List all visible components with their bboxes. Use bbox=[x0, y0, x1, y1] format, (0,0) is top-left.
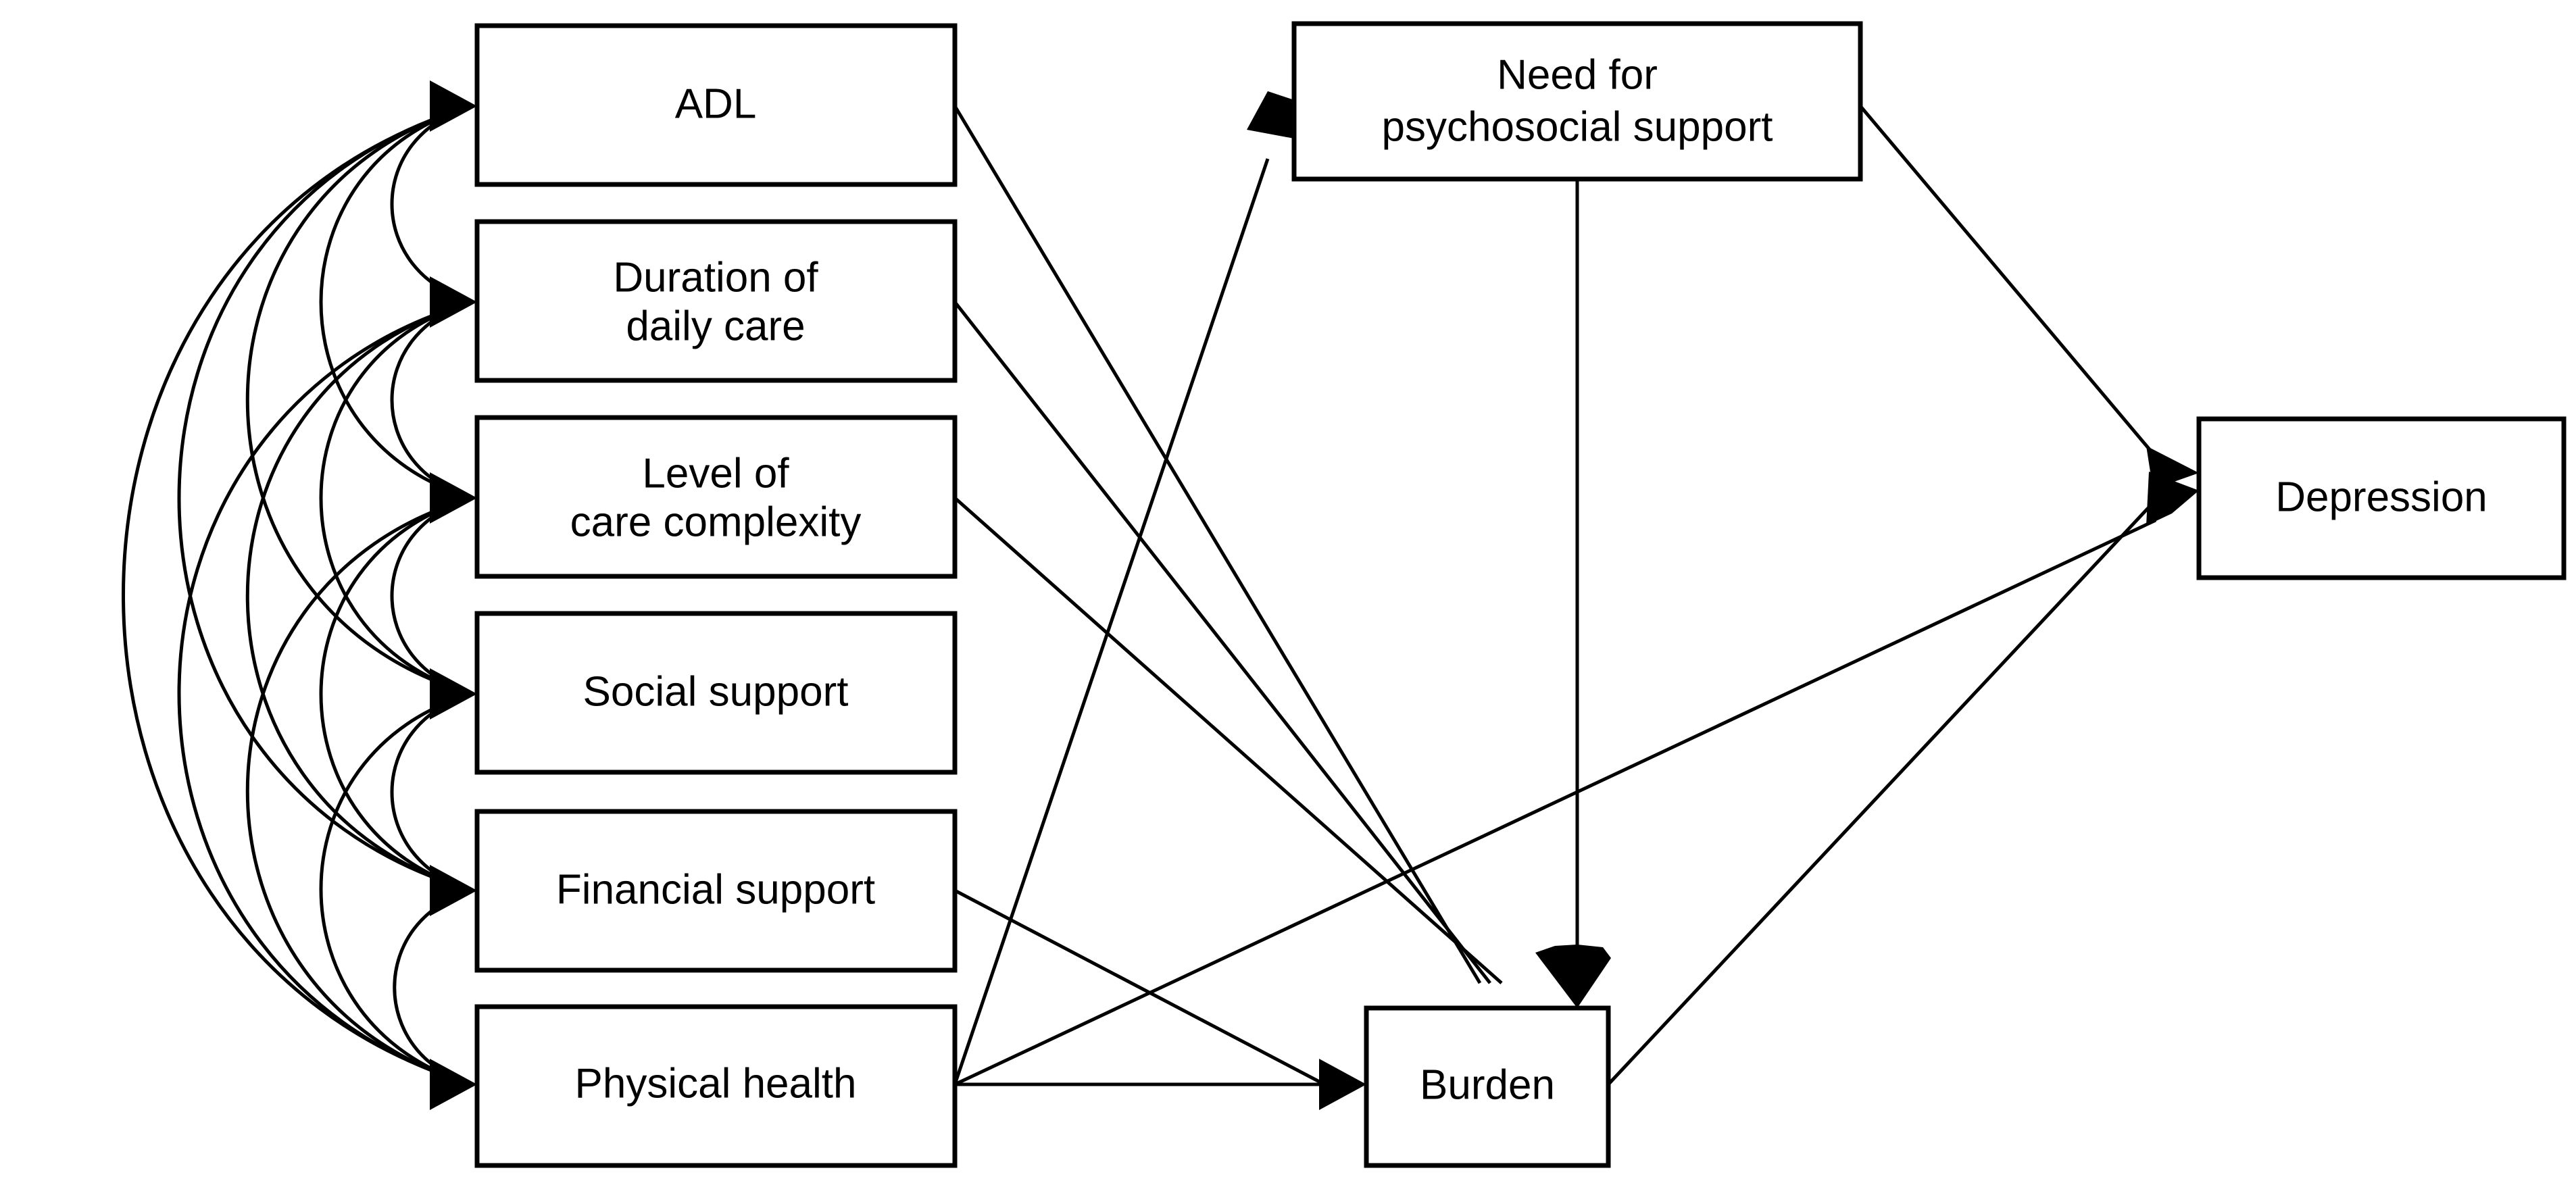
correlation-arc-social-financial bbox=[390, 692, 474, 893]
node-label-adl: ADL bbox=[675, 80, 757, 127]
node-label-social: Social support bbox=[583, 668, 849, 715]
node-label-psychosocial-line2: psychosocial support bbox=[1382, 103, 1773, 150]
arrowhead-into-depression-lower bbox=[2146, 472, 2199, 526]
correlation-arc-adl-social bbox=[245, 104, 474, 696]
structural-arrowhead-group bbox=[1247, 91, 2199, 1110]
correlation-arc-duration-complexity bbox=[390, 300, 474, 500]
correlation-arc-complexity-financial bbox=[319, 496, 474, 893]
arrowhead-into-adl bbox=[430, 80, 477, 132]
node-depression[interactable]: Depression bbox=[2196, 416, 2567, 580]
node-box-adl[interactable] bbox=[474, 23, 958, 187]
node-box-complexity[interactable] bbox=[474, 415, 958, 579]
node-need-for-psychosocial-support[interactable]: Need for psychosocial support bbox=[1291, 21, 1863, 182]
node-label-depression: Depression bbox=[2275, 474, 2487, 520]
node-box-burden[interactable] bbox=[1364, 1005, 1611, 1168]
correlation-arc-adl-complexity bbox=[319, 104, 474, 500]
node-box-financial[interactable] bbox=[474, 809, 958, 973]
correlation-arc-group bbox=[122, 104, 474, 1086]
correlation-arc-duration-social bbox=[319, 300, 474, 696]
arrowhead-into-financial bbox=[430, 865, 477, 916]
correlation-arc-duration-financial bbox=[245, 300, 474, 893]
path-complexity-to-burden bbox=[953, 497, 1503, 984]
node-label-financial: Financial support bbox=[556, 866, 875, 913]
node-label-duration-line2: daily care bbox=[626, 303, 805, 349]
arrowhead-into-duration bbox=[430, 276, 477, 328]
path-psychosocial-to-depression bbox=[1859, 105, 2157, 458]
node-label-complexity-line2: care complexity bbox=[570, 499, 862, 545]
node-duration-of-daily-care[interactable]: Duration of daily care bbox=[474, 219, 958, 383]
path-adl-to-burden bbox=[953, 105, 1482, 984]
arrowhead-into-psychosocial bbox=[1247, 91, 1294, 139]
node-social-support[interactable]: Social support bbox=[474, 611, 958, 775]
arrowhead-into-complexity bbox=[430, 472, 477, 524]
node-financial-support[interactable]: Financial support bbox=[474, 809, 958, 973]
correlation-arc-social-physical bbox=[319, 692, 474, 1086]
path-physical-to-depression bbox=[953, 518, 2157, 1086]
node-label-physical: Physical health bbox=[574, 1060, 856, 1107]
correlation-arrowhead-group bbox=[430, 80, 477, 1110]
node-box-psychosocial[interactable] bbox=[1291, 21, 1863, 182]
structural-path-group bbox=[953, 105, 2157, 1086]
correlation-arc-duration-physical bbox=[177, 300, 474, 1086]
arrowhead-into-burden-top bbox=[1535, 945, 1611, 1008]
node-box-duration[interactable] bbox=[474, 219, 958, 383]
node-label-complexity-line1: Level of bbox=[642, 450, 789, 497]
path-duration-to-burden bbox=[953, 301, 1491, 984]
arrowhead-into-social bbox=[430, 668, 477, 720]
path-financial-to-burden bbox=[953, 888, 1326, 1086]
node-burden[interactable]: Burden bbox=[1364, 1005, 1611, 1168]
correlation-arc-adl-duration bbox=[390, 104, 474, 304]
arrowhead-into-physical bbox=[430, 1059, 477, 1110]
correlation-arc-adl-physical bbox=[122, 104, 474, 1086]
node-level-of-care-complexity[interactable]: Level of care complexity bbox=[474, 415, 958, 579]
correlation-arc-adl-financial bbox=[177, 104, 474, 893]
node-label-duration-line1: Duration of bbox=[613, 254, 818, 301]
node-box-depression[interactable] bbox=[2196, 416, 2567, 580]
path-physical-to-psychosocial bbox=[953, 158, 1270, 1085]
node-physical-health[interactable]: Physical health bbox=[474, 1004, 958, 1168]
node-label-burden: Burden bbox=[1420, 1061, 1555, 1108]
node-group: ADL Duration of daily care Level of care… bbox=[474, 21, 2567, 1168]
node-label-psychosocial-line1: Need for bbox=[1497, 51, 1658, 98]
arrowhead-into-burden-left bbox=[1319, 1059, 1366, 1110]
path-burden-to-depression bbox=[1607, 499, 2157, 1086]
node-box-physical[interactable] bbox=[474, 1004, 958, 1168]
node-adl[interactable]: ADL bbox=[474, 23, 958, 187]
node-box-social[interactable] bbox=[474, 611, 958, 775]
correlation-arc-complexity-physical bbox=[245, 496, 474, 1086]
